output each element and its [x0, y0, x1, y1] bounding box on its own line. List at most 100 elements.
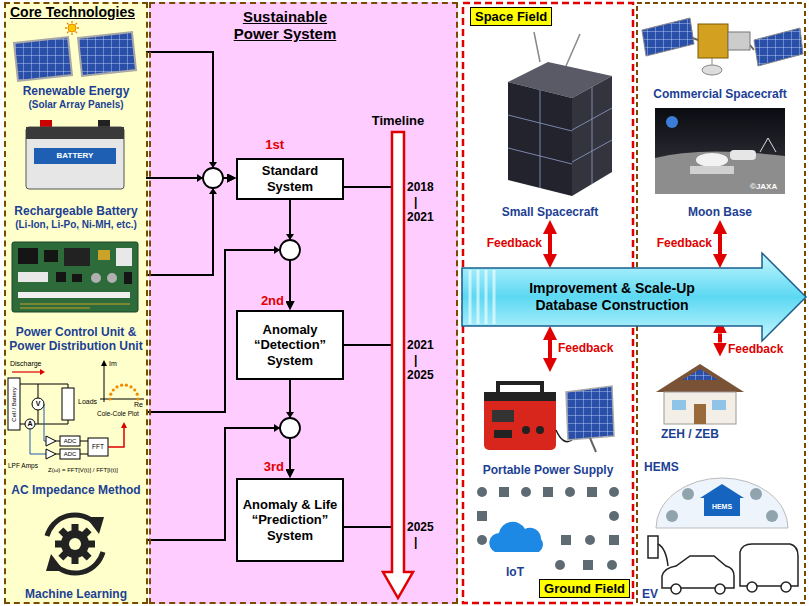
node-text: Small Spacecraft: [502, 206, 599, 220]
panel-ground: [4, 2, 805, 604]
ac-impedance-circuit: [125, 384, 128, 387]
icon-text: HEMS: [712, 503, 732, 511]
moon-base-photo: [666, 116, 678, 128]
portable-power-supply-picture: [522, 426, 530, 434]
hems-picture: [682, 488, 694, 500]
technology-panel: Renewable Energy(Solar Array Panels) Rech…: [4, 2, 148, 604]
power-control-board: [107, 273, 117, 283]
solar-array-panels: [78, 32, 136, 76]
arrow-outline: [470, 270, 494, 324]
solar-array-panels: [14, 32, 136, 81]
portable-power-supply-picture: [484, 392, 556, 450]
ac-impedance-circuit: [108, 428, 124, 447]
ev-picture: [781, 582, 791, 592]
picture-caption: HEMS: [644, 461, 679, 475]
timeline-arrow: [344, 187, 391, 527]
year-label: 2025: [407, 369, 434, 383]
ac-impedance-circuit: [115, 385, 118, 388]
node-text: Machine Learning: [25, 588, 127, 602]
hems-picture: [656, 478, 788, 528]
ac-impedance-circuit: [108, 384, 139, 401]
year-dash: |: [414, 196, 417, 210]
node-text: Renewable Energy: [23, 85, 130, 99]
battery-picture: [26, 127, 124, 139]
block-name: ADC: [64, 438, 77, 445]
ac-impedance-circuit: [25, 419, 35, 429]
solar-array-panels: [14, 37, 72, 81]
summing-junction: [203, 168, 300, 438]
panel-heading: Core Technologies: [10, 4, 146, 20]
commercial-spacecraft-picture: [642, 18, 803, 75]
feedback-arrow: [548, 234, 552, 254]
ac-impedance-circuit: [136, 393, 139, 396]
node-text: ZEH / ZEB: [661, 428, 719, 442]
iot-icons: [521, 487, 531, 497]
ac-impedance-circuit: [109, 393, 112, 396]
scale-up-arrow: Improvement & Scale-Up Database Construc…: [462, 268, 762, 326]
flow-arrow: [146, 52, 227, 178]
field-tag: Space Field: [470, 7, 552, 26]
ev-picture: [747, 582, 757, 592]
portable-power-supply-picture: [590, 438, 596, 452]
ev-picture: [658, 544, 668, 566]
node-text: Rechargeable Battery: [14, 205, 137, 219]
picture-caption: IoT: [506, 566, 524, 580]
panel-ground: [149, 2, 458, 604]
iot-icons: [585, 535, 595, 545]
iot-icons: [587, 487, 597, 497]
sun-icon: [68, 24, 76, 32]
iot-icons: [477, 511, 487, 521]
ac-impedance-circuit: [101, 360, 107, 366]
iot-icons: [565, 487, 575, 497]
ac-impedance-circuit: [88, 438, 108, 456]
portable-power-supply-picture: [484, 383, 614, 452]
summing-junction: [203, 168, 223, 188]
ac-impedance-circuit: [120, 384, 123, 387]
application-item: Portable Power Supply: [478, 372, 618, 478]
part-name: Cell / Battery: [11, 387, 18, 421]
zeh-house-picture: [712, 400, 726, 410]
power-control-board: [18, 272, 48, 282]
ev-picture: [671, 584, 681, 594]
node-text: Power Control Unit & Power Distribution …: [6, 326, 146, 354]
moon-base-photo: [655, 108, 785, 194]
hems-picture: [766, 510, 778, 522]
part-name: Loads: [78, 398, 97, 406]
junction-arrowhead: [286, 234, 294, 240]
plot-name: Cole-Cole Plot: [97, 410, 139, 417]
stage-number: 2nd: [261, 294, 284, 309]
power-control-board: [64, 248, 90, 266]
junction-arrowhead: [209, 162, 217, 168]
portable-power-supply-picture: [484, 392, 556, 401]
flow-arrow: [146, 178, 227, 275]
ac-impedance-circuit: [12, 371, 40, 372]
node-text: Moon Base: [688, 206, 752, 220]
node-text: Standard System: [240, 163, 340, 194]
junction-arrowhead: [274, 246, 280, 254]
machine-learning-icon: [69, 538, 81, 550]
ev-picture: [648, 536, 798, 594]
moon-base-photo: [655, 108, 785, 194]
node-text: Ground Field: [544, 581, 625, 596]
junction-arrowhead: [209, 188, 217, 194]
node-subtext: (Solar Array Panels): [28, 99, 123, 111]
meter-symbol: V: [36, 400, 41, 408]
copyright-note: ©JAXA: [750, 182, 777, 191]
stage-number: 3rd: [264, 460, 284, 475]
small-spacecraft-picture: [508, 87, 612, 188]
edge-label: Feedback: [657, 237, 712, 251]
commercial-spacecraft-picture: [728, 32, 750, 50]
picture-caption: EV: [642, 588, 658, 602]
system-panel: Standard SystemAnomaly “Detection” Syste…: [149, 2, 458, 604]
moon-base-photo: [690, 166, 734, 174]
zeh-house-picture: [694, 404, 706, 424]
ac-impedance-circuit: [32, 398, 44, 410]
machine-learning-icon: [46, 515, 104, 573]
year-dash: |: [414, 536, 417, 550]
iot-icons: [543, 487, 553, 497]
ac-impedance-circuit: [60, 436, 80, 446]
ac-impedance-circuit: [8, 360, 144, 459]
timeline-title: Timeline: [372, 114, 425, 129]
hems-picture: [700, 484, 744, 498]
